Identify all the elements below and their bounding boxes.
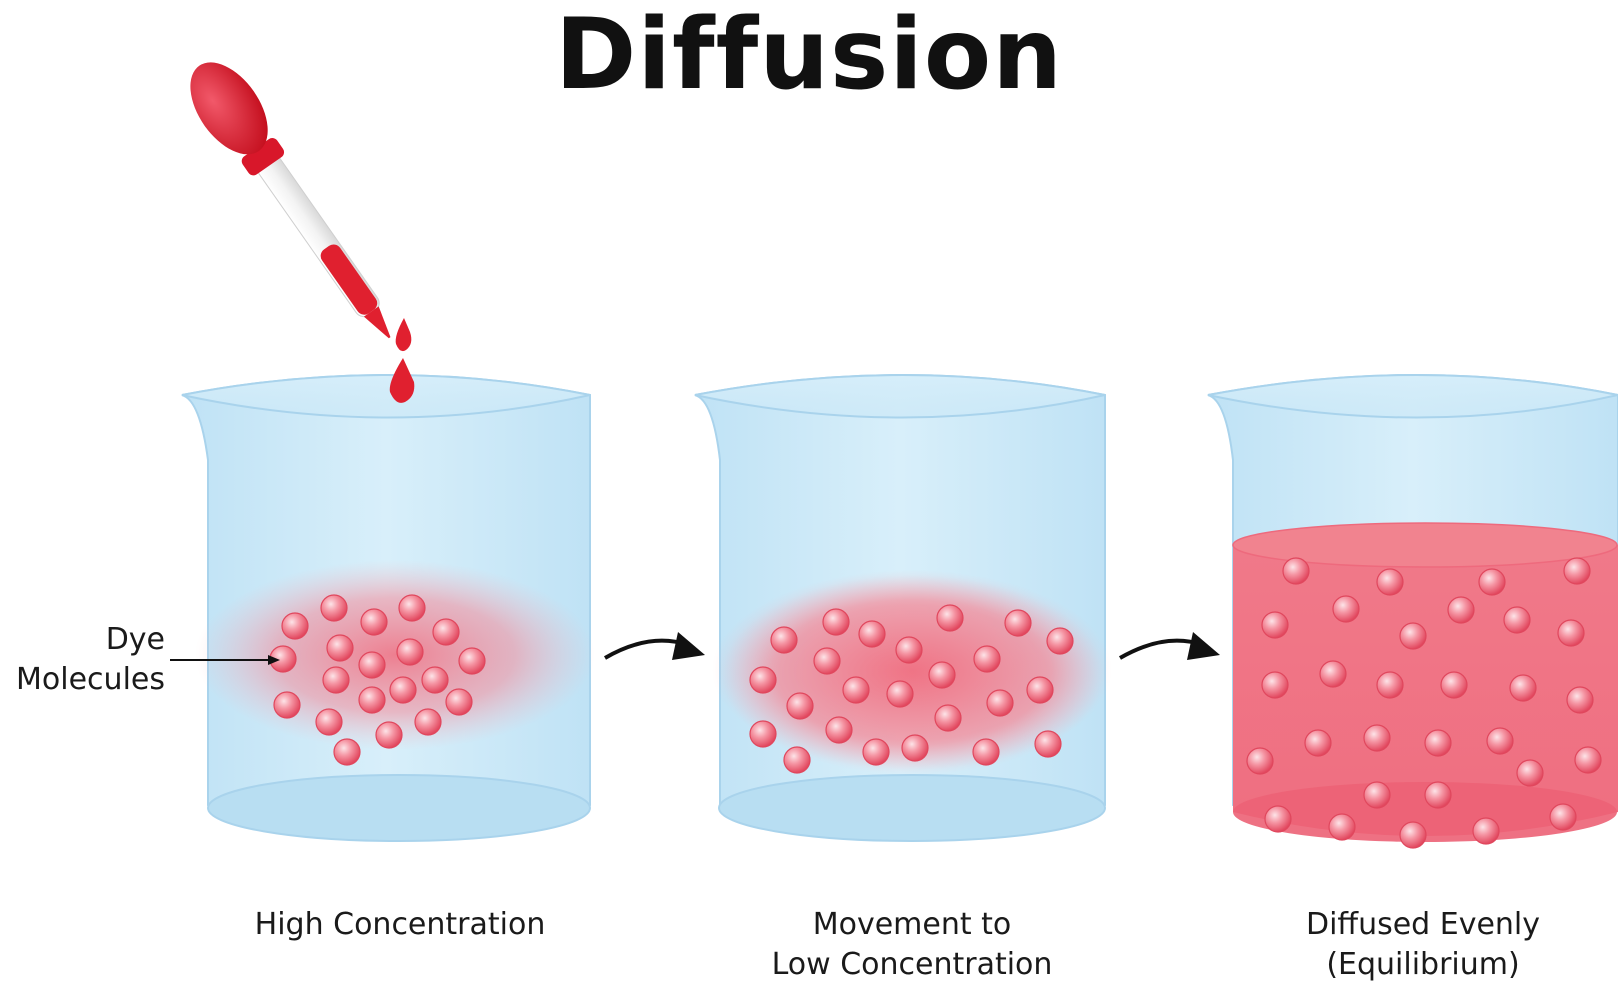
dye-molecule	[358, 651, 386, 679]
dye-molecules-even	[1246, 557, 1602, 849]
dye-molecule	[421, 666, 449, 694]
dye-molecule	[928, 661, 956, 689]
dye-molecule	[333, 738, 361, 766]
dye-molecule	[749, 666, 777, 694]
dye-molecule	[445, 688, 473, 716]
dye-molecule	[770, 626, 798, 654]
dye-molecule	[1424, 781, 1452, 809]
dye-molecule	[1026, 676, 1054, 704]
dye-molecule	[1332, 595, 1360, 623]
diagram-title: Diffusion	[555, 0, 1063, 112]
dye-label-line2: Molecules	[16, 662, 165, 697]
falling-drop	[389, 358, 415, 403]
dye-molecule	[1319, 660, 1347, 688]
dye-molecule	[1563, 557, 1591, 585]
dye-molecule	[1503, 606, 1531, 634]
dye-molecule	[783, 746, 811, 774]
dye-molecule	[972, 738, 1000, 766]
dye-molecule	[1399, 622, 1427, 650]
arrow-step-2	[1118, 632, 1220, 660]
dye-molecule	[934, 704, 962, 732]
dye-molecule	[432, 618, 460, 646]
dye-molecule	[1424, 729, 1452, 757]
dye-molecule	[936, 604, 964, 632]
dye-molecule	[414, 708, 442, 736]
dye-molecule	[315, 708, 343, 736]
dye-molecule	[1246, 747, 1274, 775]
caption-stage-2-line1: Movement to	[812, 907, 1012, 942]
caption-stage-3: Diffused Evenly (Equilibrium)	[1228, 905, 1618, 985]
dye-molecule	[1440, 671, 1468, 699]
arrow-step-1	[603, 632, 705, 660]
dye-molecule	[360, 608, 388, 636]
dye-molecule	[1004, 609, 1032, 637]
caption-stage-3-line1: Diffused Evenly	[1305, 907, 1541, 942]
dye-molecule	[1363, 724, 1391, 752]
dye-molecule	[1261, 611, 1289, 639]
dye-molecule	[1472, 817, 1500, 845]
dye-molecules-label: Dye Molecules	[0, 620, 165, 700]
dye-molecule	[389, 676, 417, 704]
dropper	[190, 62, 415, 403]
dye-molecule	[398, 594, 426, 622]
dye-molecule	[322, 666, 350, 694]
dye-molecule	[1478, 568, 1506, 596]
dye-molecule	[986, 689, 1014, 717]
dye-molecule	[1566, 686, 1594, 714]
dye-molecule	[281, 612, 309, 640]
dye-molecule	[858, 620, 886, 648]
dye-molecule	[1282, 557, 1310, 585]
dye-molecule	[1264, 805, 1292, 833]
dye-molecule	[813, 647, 841, 675]
dye-molecule	[320, 594, 348, 622]
caption-stage-1: High Concentration	[200, 905, 600, 945]
dye-molecule	[1447, 596, 1475, 624]
dye-molecule	[1486, 727, 1514, 755]
dye-molecule	[901, 734, 929, 762]
dye-pointer	[170, 655, 280, 665]
dye-molecule	[1399, 821, 1427, 849]
dye-molecule	[786, 692, 814, 720]
dye-molecule	[886, 680, 914, 708]
dye-molecules-spreading	[749, 604, 1074, 774]
dye-molecule	[458, 647, 486, 675]
dye-molecules-cluster	[269, 594, 486, 766]
dye-molecule	[895, 636, 923, 664]
dye-molecule	[1574, 746, 1602, 774]
caption-stage-3-line2: (Equilibrium)	[1326, 947, 1520, 982]
dye-molecule	[1363, 781, 1391, 809]
caption-stage-1-line1: High Concentration	[254, 907, 546, 942]
beaker-movement	[694, 374, 1112, 842]
dye-label-line1: Dye	[105, 622, 165, 657]
dye-molecule	[825, 716, 853, 744]
dye-molecule	[973, 645, 1001, 673]
beaker-high-concentration	[181, 374, 595, 842]
dye-molecule	[326, 634, 354, 662]
dye-molecule	[358, 686, 386, 714]
dye-molecule	[1261, 671, 1289, 699]
caption-stage-2-line2: Low Concentration	[771, 947, 1053, 982]
beaker-equilibrium	[1207, 374, 1618, 849]
dye-molecule	[1376, 568, 1404, 596]
dye-molecule	[1328, 813, 1356, 841]
dye-molecule	[1557, 619, 1585, 647]
dye-molecule	[1509, 674, 1537, 702]
dye-molecule	[1376, 671, 1404, 699]
dye-molecule	[862, 738, 890, 766]
dye-molecule	[842, 676, 870, 704]
dye-molecule	[822, 608, 850, 636]
dye-molecule	[1034, 730, 1062, 758]
dye-molecule	[749, 720, 777, 748]
caption-stage-2: Movement to Low Concentration	[712, 905, 1112, 985]
dye-molecule	[273, 691, 301, 719]
dye-molecule	[1516, 759, 1544, 787]
dye-molecule	[1304, 729, 1332, 757]
dye-molecule	[1549, 803, 1577, 831]
dye-molecule	[1046, 627, 1074, 655]
dye-molecule	[396, 638, 424, 666]
dye-molecule	[375, 721, 403, 749]
